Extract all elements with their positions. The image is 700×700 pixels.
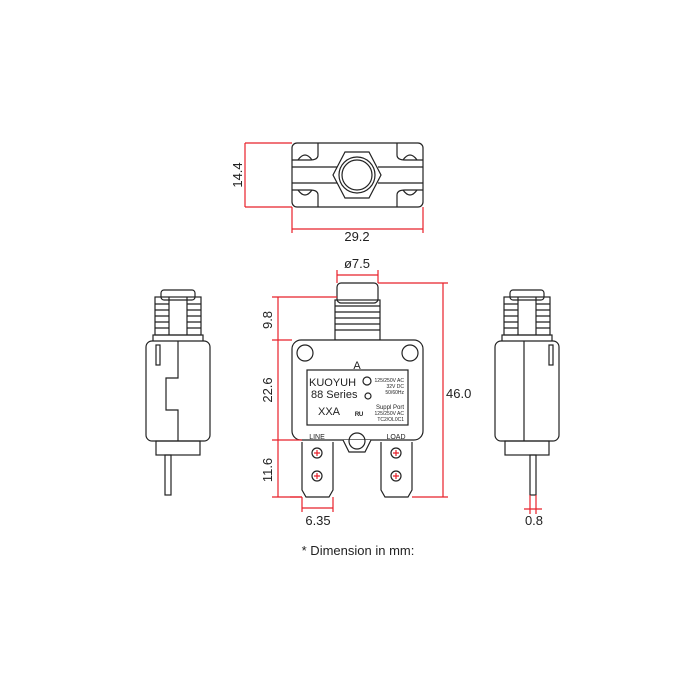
thread-lines xyxy=(335,305,380,331)
dim-terminal-height: 11.6 xyxy=(260,458,275,482)
label-suppl-1: Suppl Port xyxy=(376,405,404,411)
load-label: LOAD xyxy=(386,434,405,441)
label-suppl-2: 125/250V AC xyxy=(375,411,405,417)
top-view: 14.4 29.2 xyxy=(230,142,424,244)
label-brand: KUOYUH xyxy=(309,377,356,389)
label-rating-3: 50/60Hz xyxy=(385,390,404,396)
label-rating-2: 32V DC xyxy=(386,384,404,390)
front-view: A KUOYUH 88 Series 125/250V AC 32V DC 50… xyxy=(260,256,471,528)
line-label: LINE xyxy=(309,434,325,441)
dim-top-height: 14.4 xyxy=(230,162,245,187)
dim-terminal-width: 6.35 xyxy=(305,513,330,528)
label-model: XXA xyxy=(318,406,341,418)
right-side-view: 0.8 xyxy=(494,289,560,528)
label-series: 88 Series xyxy=(311,389,358,401)
dim-pin-thickness: 0.8 xyxy=(525,513,543,528)
terminal-holes xyxy=(311,447,402,482)
dim-button-diameter: ø7.5 xyxy=(344,256,370,271)
ul-mark: ᴿᵁ xyxy=(355,410,363,420)
label-letter: A xyxy=(353,360,361,372)
label-rating-1: 125/250V AC xyxy=(375,378,405,384)
label-suppl-3: TC2/OL0C1 xyxy=(377,417,404,423)
dim-body-height: 22.6 xyxy=(260,377,275,402)
footnote: * Dimension in mm: xyxy=(302,543,415,558)
dim-button-height: 9.8 xyxy=(260,311,275,329)
dim-total-height: 46.0 xyxy=(446,386,471,401)
dim-top-width: 29.2 xyxy=(344,229,369,244)
left-side-view xyxy=(145,289,211,496)
